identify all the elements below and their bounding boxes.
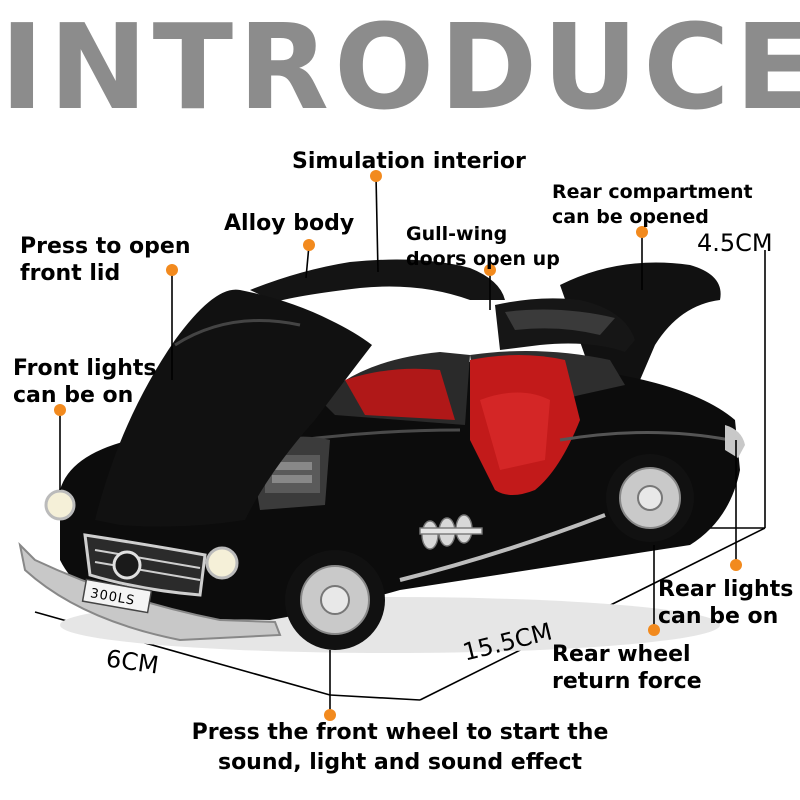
callout-simulation-interior: Simulation interior (292, 149, 526, 174)
callout-front-lights: Front lights can be on (13, 356, 157, 408)
front-wheel (285, 550, 385, 650)
emblem (112, 550, 142, 580)
rear-wheel (606, 454, 694, 542)
callout-press-front-lid: Press to open front lid (20, 234, 191, 286)
callout-gull-wing: Gull-wing doors open up (406, 223, 560, 270)
headlight-right (205, 546, 239, 580)
rear-lid (560, 262, 721, 380)
headlight-left (44, 489, 76, 521)
gull-wing-left (250, 259, 505, 302)
callout-rear-lights: Rear lights can be on (658, 577, 794, 629)
callout-rear-compartment: Rear compartment can be opened (552, 181, 753, 228)
headline: INTRODUCE (0, 0, 800, 136)
bottom-caption: Press the front wheel to start the sound… (191, 720, 609, 775)
side-vent (419, 514, 483, 550)
front-hood (95, 289, 372, 527)
callout-dots (54, 170, 742, 721)
grille (83, 533, 207, 597)
callout-lines (59, 175, 737, 715)
callout-rear-wheel: Rear wheel return force (552, 642, 702, 694)
license-plate (81, 578, 153, 614)
dimension-height: 4.5CM (697, 229, 773, 257)
callout-alloy-body: Alloy body (224, 211, 355, 236)
